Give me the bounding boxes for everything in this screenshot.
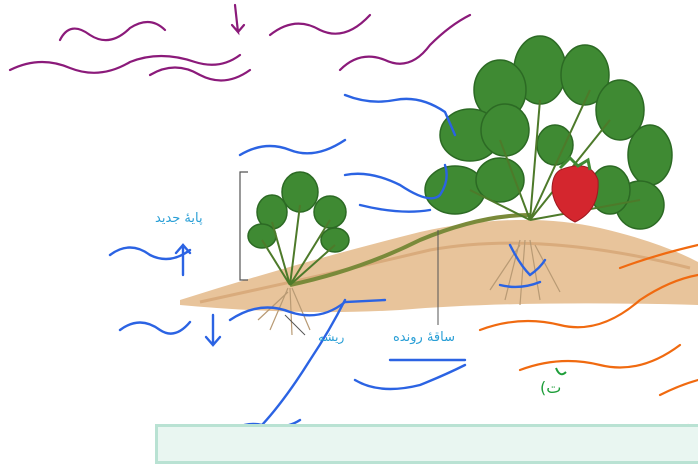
strawberry-plant-illustration [0,0,698,450]
root-pointer [285,315,305,335]
label-section: ت) [540,378,561,397]
content-panel [155,424,698,464]
purple-handwriting [10,5,470,80]
label-root: ریشه [318,330,344,344]
label-new-plant: پایهٔ جدید [155,211,203,226]
strawberry [552,166,598,222]
new-plant-bracket [240,172,248,280]
green-mark [556,368,566,374]
label-runner-stem: ساقهٔ رونده [393,330,455,345]
